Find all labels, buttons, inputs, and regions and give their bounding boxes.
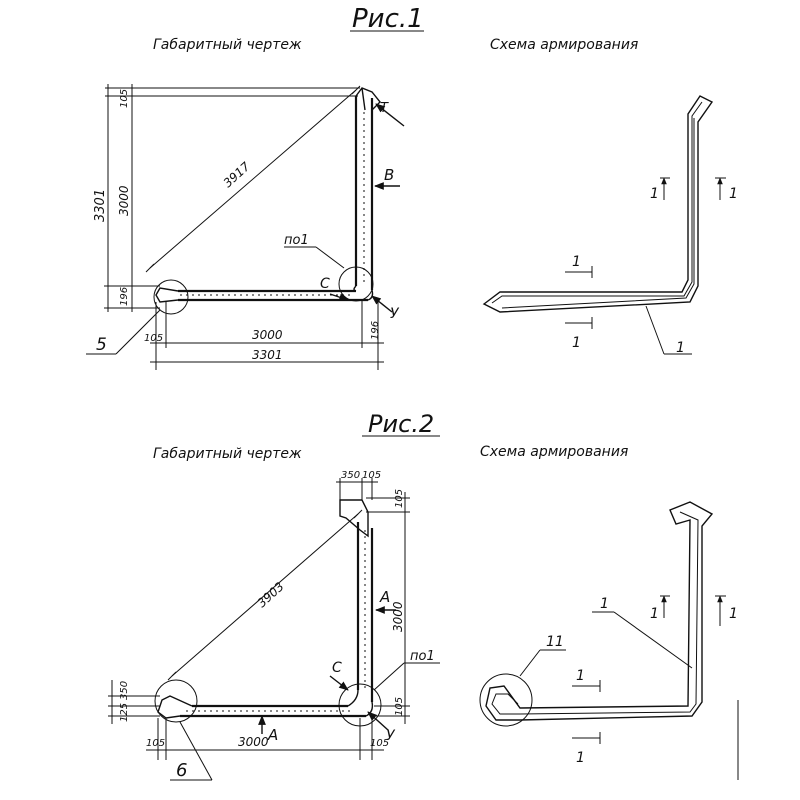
fig1-node-c-circle [338, 266, 374, 302]
fig1-dim-3000-bottom: 3000 [252, 328, 283, 342]
fig2-label-a-right: А [379, 588, 390, 606]
fig1-title: Рис.1 [352, 4, 424, 34]
fig2-sec-mid-bottom: 1 [576, 750, 585, 766]
fig1-rebar-outer [482, 95, 714, 313]
fig1-dim-105-bottom: 105 [144, 333, 163, 344]
fig2-label-po1: по1 [410, 649, 435, 664]
fig2-vertical-leg [356, 522, 374, 702]
fig2-dim-105-right-top: 105 [394, 489, 405, 508]
fig1-horizontal-leg [178, 289, 368, 302]
fig2-title: Рис.2 [368, 410, 434, 438]
fig1-leader-1-line [645, 305, 665, 355]
fig2-dim-3903: 3903 [255, 579, 287, 610]
fig2-dim-350-top: 350 [341, 470, 360, 481]
fig2-dim-105-bottom-right: 105 [370, 738, 389, 749]
fig2-leader-11: 11 [546, 634, 564, 650]
fig1-dim-3917-line [149, 89, 357, 269]
fig1-arrow-c [329, 293, 349, 301]
fig2-dim-105-bottom-left: 105 [146, 738, 165, 749]
fig2-label-node6: 6 [176, 760, 187, 781]
fig2-rebar-outer [485, 501, 714, 721]
fig1-corner [353, 285, 374, 301]
fig2-sec-mid-top: 1 [576, 668, 585, 684]
fig2-dim-350-left: 350 [119, 681, 130, 700]
fig1-sec-top-left: 1 [650, 186, 659, 202]
fig1-dim-3301-bottom: 3301 [252, 348, 283, 362]
fig1-dim-3000-left: 3000 [117, 185, 131, 216]
fig2-dim-3903-tick-a [167, 671, 177, 681]
fig1-outline-drawing [153, 87, 381, 315]
fig2-leader-1-line [613, 611, 693, 669]
fig2-dim-125: 125 [119, 703, 130, 722]
fig1-po1-leader [315, 246, 345, 269]
fig1-label-t: Т [380, 101, 389, 116]
fig2-leader-1: 1 [600, 596, 609, 612]
fig2-outline-drawing [154, 499, 382, 727]
fig2-dim-105-top: 105 [362, 470, 381, 481]
fig2-dim-3000-bottom: 3000 [238, 735, 269, 749]
fig2-dim-105-right-bottom: 105 [394, 697, 405, 716]
fig2-label-c: С [332, 660, 342, 676]
fig1-node-5-circle [153, 279, 189, 315]
fig1-label-node5: 5 [96, 335, 107, 355]
fig2-label-a-bottom: А [267, 726, 278, 744]
fig1-dimensions: 105 3301 3000 196 3917 105 3000 3301 196 [93, 84, 384, 370]
fig1-sec-top-right: 1 [729, 186, 738, 202]
fig2-top-head [339, 499, 369, 538]
fig1-rebar-inner [491, 101, 703, 309]
fig2-sec-top-right: 1 [729, 606, 738, 622]
fig2-dim-3000-right: 3000 [391, 601, 405, 632]
fig1-dim-196-left: 196 [119, 287, 130, 306]
fig1-reinforcement-scheme: 1 1 1 1 1 [482, 95, 738, 356]
fig2-corner [347, 689, 374, 717]
fig2-dim-3903-line [171, 513, 359, 677]
figure-2: Рис.2 Габаритный чертеж Схема армировани… [108, 410, 739, 781]
fig2-left-caption: Габаритный чертеж [153, 446, 302, 462]
fig2-labels: А А С по1 У 6 [170, 588, 440, 781]
fig2-sec-top-left: 1 [650, 606, 659, 622]
fig1-sec-mid-top: 1 [572, 254, 581, 270]
fig1-label-b: В [384, 166, 394, 184]
fig1-dim-105-top: 105 [119, 89, 130, 108]
fig1-left-end [155, 287, 179, 303]
fig1-top-head [355, 87, 381, 111]
figure-1: Рис.1 Габаритный чертеж Схема армировани… [86, 4, 738, 370]
fig2-node6-leader [179, 721, 213, 781]
fig1-right-caption: Схема армирования [490, 37, 638, 53]
fig2-arrow-u [367, 711, 389, 731]
fig2-right-caption: Схема армирования [480, 444, 628, 460]
fig1-dim-196-right: 196 [370, 321, 381, 340]
fig2-rebar-inner [491, 511, 699, 715]
fig1-left-caption: Габаритный чертеж [153, 37, 302, 53]
fig2-node-11-circle [479, 673, 533, 727]
fig1-label-po1: по1 [284, 233, 309, 248]
fig1-sec-mid-bottom: 1 [572, 335, 581, 351]
fig1-arrow-t [375, 103, 405, 127]
fig2-dimensions: 350 105 105 3000 105 3903 350 125 [108, 470, 410, 760]
fig2-horizontal-leg [180, 704, 366, 718]
fig2-dim-3903-tick-b [353, 509, 363, 519]
fig2-leader-11-line [519, 649, 541, 677]
fig1-labels: Т В по1 С У 5 [86, 101, 405, 355]
fig1-label-c: С [320, 276, 330, 292]
fig2-node-6-circle [154, 679, 198, 723]
fig1-label-u: У [390, 306, 400, 322]
fig2-arrow-c [329, 675, 349, 691]
fig1-arrow-u [371, 295, 393, 313]
fig1-node5-leader [115, 309, 161, 355]
fig2-label-u: У [386, 728, 396, 744]
fig2-po1-leader [373, 662, 405, 691]
fig1-dim-3301-left: 3301 [93, 189, 108, 222]
fig1-dim-3917: 3917 [221, 159, 253, 190]
fig1-vertical-leg [354, 96, 374, 290]
fig1-leader-1: 1 [676, 340, 685, 356]
fig2-left-end [157, 695, 193, 719]
fig2-reinforcement-scheme: 11 1 1 1 1 1 [479, 501, 739, 780]
fig1-dim-3917-tick-a [145, 263, 155, 273]
fig1-dim-3917-tick-b [351, 85, 361, 95]
